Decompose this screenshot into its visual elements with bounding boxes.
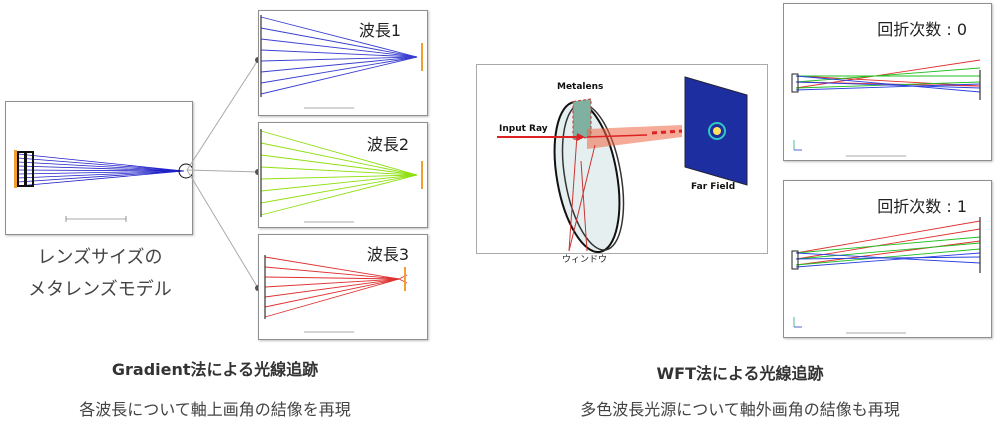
wavelength3-label: 波長3 xyxy=(366,245,409,264)
model-caption: レンズサイズの メタレンズモデル xyxy=(0,242,200,306)
wavelength1-raytrace xyxy=(260,15,423,109)
left-title: Gradient法による光線追跡 xyxy=(111,360,319,379)
wavelength1-label: 波長1 xyxy=(358,21,401,40)
diffraction-order1-panel: 回折次数 : 1 xyxy=(783,180,992,338)
metalens-diagram: Metalens Input Ray Far Field xyxy=(497,76,748,254)
wavelength3-panel: 波長3 xyxy=(258,234,428,340)
wavelength2-panel: 波長2 xyxy=(258,122,428,228)
diffraction-order0-raytrace xyxy=(791,59,981,157)
lens-model-raytrace xyxy=(14,150,194,222)
wavelength2-label: 波長2 xyxy=(366,135,409,154)
diffraction-order0-label: 回折次数 : 0 xyxy=(877,20,967,39)
diffraction-order1-label: 回折次数 : 1 xyxy=(877,197,967,216)
far-field-text: Far Field xyxy=(691,182,735,192)
left-subtitle: 各波長について軸上画角の結像を再現 xyxy=(79,400,351,419)
metalens-text: Metalens xyxy=(557,82,603,92)
wavelength1-panel: 波長1 xyxy=(258,10,428,116)
wavelength3-raytrace xyxy=(264,255,408,333)
window-text: ウィンドウ xyxy=(562,255,608,265)
right-subtitle: 多色波長光源について軸外画角の結像も再現 xyxy=(580,400,900,419)
model-caption-line1: レンズサイズの xyxy=(37,247,163,268)
diffraction-order0-panel: 回折次数 : 0 xyxy=(783,3,992,161)
wavelength2-raytrace xyxy=(260,129,423,223)
input-ray-text: Input Ray xyxy=(499,124,548,134)
right-title: WFT法による光線追跡 xyxy=(656,364,824,383)
metalens-diagram-panel: Metalens Input Ray Far Field xyxy=(476,64,768,254)
diffraction-order1-raytrace xyxy=(791,217,981,334)
lens-model-panel xyxy=(5,101,194,235)
model-caption-line2: メタレンズモデル xyxy=(28,279,172,300)
